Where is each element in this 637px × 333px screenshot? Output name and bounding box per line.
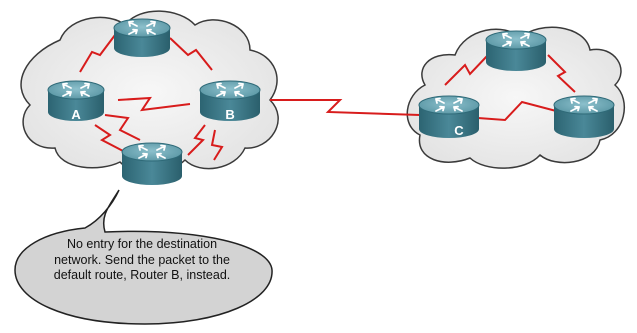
router-c: C: [418, 95, 480, 138]
router-b: B: [199, 80, 261, 122]
router-a-label: A: [71, 107, 81, 122]
callout-line: network. Send the packet to the: [54, 252, 230, 267]
speech-bubble: [14, 189, 273, 325]
router-top-left: [113, 18, 171, 57]
link-a-bottom-2: [104, 114, 141, 141]
network-links: [79, 34, 576, 161]
link-a-bottom: [94, 124, 126, 153]
callout-line: No entry for the destination: [66, 237, 218, 251]
link-c-top: [444, 54, 489, 86]
link-top-b: [169, 37, 213, 71]
link-a-b: [117, 96, 191, 112]
callout-text: No entry for the destination network. Se…: [36, 237, 248, 284]
router-a: A: [47, 80, 105, 122]
link-b-bottom: [187, 124, 206, 156]
callout-line: default route, Router B, instead.: [53, 268, 231, 282]
router-right: [553, 95, 615, 138]
link-top-a: [79, 34, 116, 73]
link-b-c: [270, 99, 421, 116]
router-c-label: C: [454, 123, 464, 138]
router-bottom-left: [121, 142, 183, 185]
link-b-bottom-2: [210, 129, 224, 161]
router-b-label: B: [225, 107, 234, 122]
link-c-right: [477, 100, 561, 122]
router-top-right: [485, 30, 547, 71]
link-top-right: [547, 54, 576, 93]
